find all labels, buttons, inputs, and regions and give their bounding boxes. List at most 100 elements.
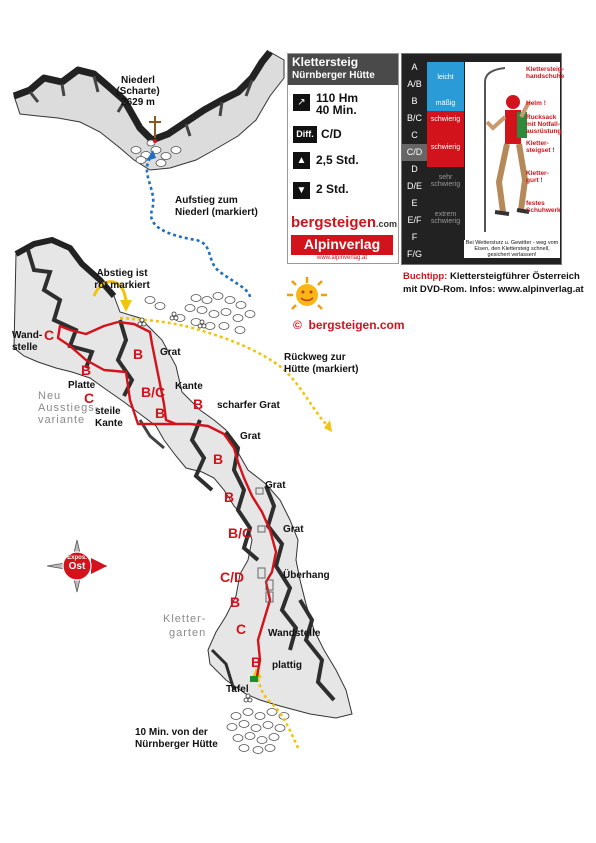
warning-ferrata-set: Kletter-steigset ! xyxy=(526,140,555,154)
summit-ridge xyxy=(12,49,285,171)
descent-rubble xyxy=(144,292,256,334)
band-label: extrem schwierig xyxy=(430,211,461,225)
scale-level: A xyxy=(411,62,418,72)
grat-label-2: Grat xyxy=(240,431,261,442)
warning-backpack: Rucksack mit Notfall-ausrüstung xyxy=(526,114,562,135)
kante-label: Kante xyxy=(175,381,203,392)
book-tip: Buchtipp: Klettersteigführer Österreich … xyxy=(403,270,584,296)
climber-icon xyxy=(484,67,531,232)
grat-label-1: Grat xyxy=(160,347,181,358)
compass-direction-label: Ost xyxy=(68,561,86,572)
wandstelle-label: Wandstelle xyxy=(268,628,321,639)
return-trail xyxy=(119,316,331,429)
band-label: schwierig xyxy=(430,116,461,123)
scale-level: F/G xyxy=(407,249,422,259)
main-rock xyxy=(13,236,353,719)
klettergarten-label-2: garten xyxy=(169,627,207,639)
scale-level: A/B xyxy=(407,79,422,89)
scale-level: D/E xyxy=(406,181,422,191)
grade-label: B xyxy=(81,362,92,378)
scharfer-grat-label: scharfer Grat xyxy=(217,400,280,411)
band-easy-bar xyxy=(427,62,464,111)
grade-label: B xyxy=(155,405,166,421)
height-gain: 110 Hm xyxy=(316,91,359,105)
height-icon: ↗ xyxy=(293,94,310,111)
scale-level-current: C/D xyxy=(402,144,427,161)
descent-time-icon: ▼ xyxy=(293,182,310,199)
scale-level: F xyxy=(411,232,418,242)
difficulty-value: C/D xyxy=(321,127,342,141)
grade-label: B xyxy=(213,451,224,467)
band-label: mäßig xyxy=(435,100,456,107)
descent-arrow-icon xyxy=(92,280,128,303)
grade-label: B xyxy=(251,654,262,670)
grade-label: B xyxy=(230,594,241,610)
scale-level: B xyxy=(411,96,418,106)
book-tip-label: Buchtipp: xyxy=(403,271,448,282)
copyright-text: bergsteigen.com xyxy=(308,318,405,332)
safety-note: Bei Wettersturz u. Gewitter - weg vom Ei… xyxy=(464,240,560,258)
descent-time: 2 Std. xyxy=(316,182,349,196)
new-exit-label-1: Neu xyxy=(38,390,62,402)
warning-gloves: Klettersteig-handschuhe xyxy=(526,66,565,80)
descent-label-2: rot markiert xyxy=(94,280,150,291)
info-subtitle: Nürnberger Hütte xyxy=(292,70,375,81)
grat-label-4: Grat xyxy=(283,524,304,535)
band-label: leicht xyxy=(437,74,454,81)
ascent-time-icon: ▲ xyxy=(293,152,310,169)
scale-level: C xyxy=(411,130,418,140)
grade-label: C xyxy=(236,621,247,637)
compass-exposure-label: Expos. xyxy=(67,555,87,561)
descent-arrowhead-icon xyxy=(120,300,132,312)
book-tip-line2: mit DVD-Rom. Infos: www.alpinverlag.at xyxy=(403,284,584,295)
info-board-icon xyxy=(250,676,258,682)
grade-label: B xyxy=(224,489,235,505)
wandstelle-top-label-2: stelle xyxy=(12,342,38,353)
tafel-label: Tafel xyxy=(226,684,249,695)
copyright: © bergsteigen.com xyxy=(293,318,405,332)
ueberhang-label: Überhang xyxy=(283,570,330,581)
plattig-label: plattig xyxy=(272,660,302,671)
grade-label: B xyxy=(133,346,144,362)
return-label-2: Hütte (markiert) xyxy=(284,364,359,375)
descent-label-1: Abstieg ist xyxy=(96,268,148,279)
approach-rubble xyxy=(226,708,290,754)
steile-kante-label-2: Kante xyxy=(95,418,123,429)
grade-label: B/C xyxy=(141,384,166,400)
summit-sub: (Scharte) xyxy=(116,86,160,97)
grade-label: C xyxy=(84,390,95,406)
ascent-label-2: Niederl (markiert) xyxy=(175,207,258,218)
difficulty-scale-panel: A A/B B B/C C C/D D D/E E E/F F F/G leic… xyxy=(401,53,565,265)
band-label: schwierig xyxy=(430,144,461,151)
return-arrow-icon xyxy=(324,420,332,432)
scale-level: E xyxy=(411,198,418,208)
grat-label-3: Grat xyxy=(265,480,286,491)
ascent-time: 2,5 Std. xyxy=(316,153,359,167)
scale-level: E/F xyxy=(407,215,422,225)
summit-name: Niederl xyxy=(121,75,155,86)
band-label: sehr schwierig xyxy=(430,174,461,188)
summit-elevation: 2629 m xyxy=(121,97,155,108)
return-label-1: Rückweg zur xyxy=(284,352,346,363)
ascent-arrow-icon xyxy=(146,150,156,161)
info-title: Klettersteig xyxy=(292,55,359,69)
summit-cross-icon xyxy=(149,116,161,143)
grade-label: C xyxy=(44,327,55,343)
climber-illustration xyxy=(465,62,560,242)
ascent-trail xyxy=(145,157,252,301)
band-hard-bar xyxy=(427,111,464,167)
klettergarten-label-1: Kletter- xyxy=(163,613,207,625)
warning-shoes: festes Schuhwerk xyxy=(526,200,561,214)
approach-label-2: Nürnberger Hütte xyxy=(135,739,218,750)
sun-icon xyxy=(287,277,327,310)
approach-trail xyxy=(256,673,300,749)
grade-label: B/C xyxy=(228,525,253,541)
new-exit-label-3: variante xyxy=(38,414,86,426)
route-line xyxy=(56,320,278,683)
steile-kante-label-1: steile xyxy=(95,406,121,417)
difficulty-icon: Diff. xyxy=(293,126,317,143)
approach-label-1: 10 Min. von der xyxy=(135,727,208,738)
copyright-symbol: © xyxy=(293,318,302,332)
book-tip-line1: Klettersteigführer Österreich xyxy=(449,271,580,282)
scale-level: B/C xyxy=(406,113,422,123)
